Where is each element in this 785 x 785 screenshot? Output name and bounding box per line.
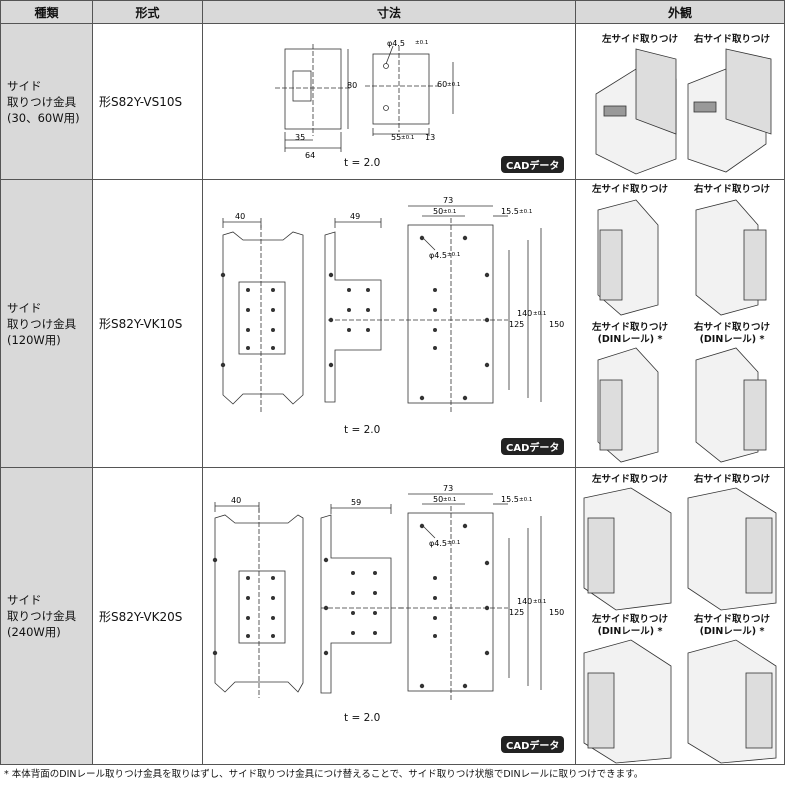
row2-kind-line1: サイド (7, 300, 42, 315)
r2-d50: 50 (433, 207, 443, 216)
r2-cap-left-din: 左サイド取りつけ (DINレール) * (591, 322, 669, 345)
r2-d140-tol: ±0.1 (533, 311, 546, 317)
row1-model-text: 形S82Y-VS10S (99, 95, 183, 109)
r3-d150: 150 (549, 608, 564, 617)
r1-cap-right: 右サイド取りつけ (693, 34, 771, 45)
r3-hole-tol: ±0.1 (447, 540, 460, 546)
r3-d15-5: 15.5 (501, 495, 519, 504)
row1-kind-line3: (30、60W用) (7, 110, 80, 125)
row3-drawing-svg: 40 59 73 50 ±0.1 15.5 ±0.1 φ4.5 ±0.1 140… (212, 484, 564, 700)
r3-d140: 140 (517, 597, 532, 606)
row1-drawing-svg: 35 64 80 φ4.5 ±0.1 60 ±0.1 55 ±0.1 13 (275, 39, 460, 160)
r3-cap-right-din: 右サイド取りつけ (DINレール) * (693, 614, 771, 637)
row3-cad-button[interactable]: CADデータ (501, 736, 565, 753)
r1-cap-left: 左サイド取りつけ (601, 34, 679, 45)
r2-hole: φ4.5 (429, 251, 447, 260)
r1-d55: 55 (391, 133, 401, 142)
r1-hole-tol: ±0.1 (415, 40, 428, 46)
row2-cad-button[interactable]: CADデータ (501, 438, 565, 455)
row3-kind-line3: (240W用) (7, 625, 61, 639)
r1-d55-tol: ±0.1 (401, 135, 414, 141)
row1-model: 形S82Y-VS10S (92, 23, 203, 180)
row2-model-text: 形S82Y-VK10S (99, 317, 183, 331)
r2-d49: 49 (350, 212, 360, 221)
r2-d140: 140 (517, 309, 532, 318)
row2-kind-line3: (120W用) (7, 332, 61, 347)
r1-d60-tol: ±0.1 (447, 82, 460, 88)
row3-kind-line1: サイド (7, 593, 42, 607)
header-model: 形式 (92, 0, 203, 24)
r3-d40: 40 (231, 496, 241, 505)
row3-model: 形S82Y-VK20S (92, 467, 203, 765)
row2-model: 形S82Y-VK10S (92, 179, 203, 468)
r3-d73: 73 (443, 484, 453, 493)
r2-cap-right: 右サイド取りつけ (693, 184, 771, 195)
row3-product-images (583, 487, 777, 764)
r3-cap-left-din: 左サイド取りつけ (DINレール) * (591, 614, 669, 637)
r1-d35: 35 (295, 133, 305, 142)
row1-kind-line2: 取りつけ金具 (7, 94, 77, 109)
row3-dimension-drawing: 40 59 73 50 ±0.1 15.5 ±0.1 φ4.5 ±0.1 140… (202, 467, 576, 765)
r3-d50-tol: ±0.1 (443, 497, 456, 503)
row2-appearance: 左サイド取りつけ 右サイド取りつけ 左サイド取りつけ (DINレール) * 右サ… (575, 179, 785, 468)
r3-d59: 59 (351, 498, 361, 507)
row3-appearance: 左サイド取りつけ 右サイド取りつけ 左サイド取りつけ (DINレール) * 右サ… (575, 467, 785, 765)
row2-dimension-drawing: 40 49 73 50 ±0.1 15.5 ±0.1 φ4.5 ±0.1 140… (202, 179, 576, 468)
r3-d50: 50 (433, 495, 443, 504)
row1-thickness: t = 2.0 (344, 157, 381, 169)
r2-d150: 150 (549, 320, 564, 329)
row1-cad-button[interactable]: CADデータ (501, 156, 565, 173)
header-appearance: 外観 (575, 0, 785, 24)
r2-cap-right-din: 右サイド取りつけ (DINレール) * (693, 322, 771, 345)
r2-d15-5: 15.5 (501, 207, 519, 216)
r3-d15-5-tol: ±0.1 (519, 497, 532, 503)
r3-cap-right: 右サイド取りつけ (693, 474, 771, 485)
row2-kind: サイド 取りつけ金具 (120W用) (0, 179, 93, 468)
r2-d125: 125 (509, 320, 524, 329)
r1-d13: 13 (425, 133, 435, 142)
r2-d15-5-tol: ±0.1 (519, 209, 532, 215)
r3-d140-tol: ±0.1 (533, 599, 546, 605)
r3-hole: φ4.5 (429, 539, 447, 548)
r3-cap-left: 左サイド取りつけ (591, 474, 669, 485)
r1-d80: 80 (347, 81, 357, 90)
r2-hole-tol: ±0.1 (447, 252, 460, 258)
row3-thickness: t = 2.0 (344, 712, 381, 724)
r1-hole: φ4.5 (387, 39, 405, 48)
spec-table: 種類 形式 寸法 外観 サイド 取りつけ金具 (30、60W用) 形S82Y-V… (0, 0, 785, 765)
r2-d73: 73 (443, 196, 453, 205)
r3-d125: 125 (509, 608, 524, 617)
header-dimensions: 寸法 (202, 0, 576, 24)
r2-d50-tol: ±0.1 (443, 209, 456, 215)
row1-kind: サイド 取りつけ金具 (30、60W用) (0, 23, 93, 180)
row3-kind: サイド 取りつけ金具 (240W用) (0, 467, 93, 765)
row1-kind-line1: サイド (7, 78, 42, 93)
row2-product-images (597, 199, 767, 463)
header-kind: 種類 (0, 0, 93, 24)
r2-d40: 40 (235, 212, 245, 221)
row3-kind-line2: 取りつけ金具 (7, 609, 77, 623)
row2-thickness: t = 2.0 (344, 424, 381, 436)
r1-d60: 60 (437, 80, 447, 89)
row2-drawing-svg: 40 49 73 50 ±0.1 15.5 ±0.1 φ4.5 ±0.1 140… (220, 196, 564, 412)
row3-model-text: 形S82Y-VK20S (99, 609, 183, 624)
row2-kind-line2: 取りつけ金具 (7, 316, 77, 331)
row1-product-images (595, 48, 772, 175)
row1-dimension-drawing: 35 64 80 φ4.5 ±0.1 60 ±0.1 55 ±0.1 13 t … (202, 23, 576, 180)
row1-appearance: 左サイド取りつけ 右サイド取りつけ (575, 23, 785, 180)
footnote: * 本体背面のDINレール取りつけ金具を取りはずし、サイド取りつけ金具につけ替え… (4, 769, 644, 780)
r2-cap-left: 左サイド取りつけ (591, 184, 669, 195)
r1-d64: 64 (305, 151, 315, 160)
